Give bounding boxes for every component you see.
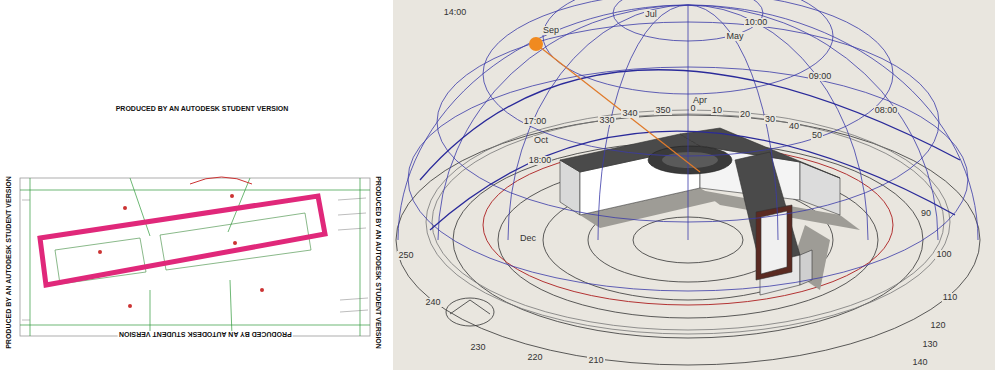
sun-path-label: Dec bbox=[519, 234, 537, 243]
sun-path-label: 130 bbox=[921, 340, 938, 349]
watermark-text: PRODUCED BY AN AUTODESK STUDENT VERSION bbox=[5, 175, 12, 350]
sun-path-label: Jul bbox=[644, 10, 658, 19]
sun-path-label: 330 bbox=[598, 116, 615, 125]
sun-path-label: 210 bbox=[587, 356, 604, 365]
sun-path-label: 0 bbox=[689, 104, 696, 113]
sun-path-label: 10 bbox=[711, 106, 723, 115]
sun-path-label: 140 bbox=[911, 358, 928, 367]
sun-path-label: 340 bbox=[621, 109, 638, 118]
sun-path-label: 14:00 bbox=[443, 8, 468, 17]
sun-path-label: 10:00 bbox=[744, 18, 769, 27]
sun-path-label: 240 bbox=[424, 298, 441, 307]
sun-path-label: 220 bbox=[526, 353, 543, 362]
sun-path-label: Sep bbox=[542, 26, 560, 35]
sun-path-label: 230 bbox=[469, 343, 486, 352]
sun-path-label: Oct bbox=[533, 136, 549, 145]
sun-path-label: 50 bbox=[811, 131, 823, 140]
sun-path-label: May bbox=[725, 32, 744, 41]
sun-path-label: 20 bbox=[739, 110, 751, 119]
sun-path-label: 100 bbox=[935, 250, 952, 259]
watermark-text: PRODUCED BY AN AUTODESK STUDENT VERSION bbox=[118, 331, 293, 338]
sun-path-label: 09:00 bbox=[808, 72, 833, 81]
watermark-text: PRODUCED BY AN AUTODESK STUDENT VERSION bbox=[115, 105, 290, 112]
sun-path-label: 350 bbox=[654, 106, 671, 115]
cad-plan bbox=[20, 177, 370, 336]
sun-path-label: 40 bbox=[788, 122, 800, 131]
sun-path-label: 18:00 bbox=[528, 156, 553, 165]
sun-path-label: 110 bbox=[942, 293, 958, 302]
sun-path-label: 120 bbox=[929, 321, 946, 330]
sun-path-3d bbox=[393, 0, 995, 370]
sun-path-label: 90 bbox=[920, 209, 932, 218]
sun-path-label: 08:00 bbox=[874, 106, 899, 115]
sun-path-label: 250 bbox=[397, 251, 414, 260]
watermark-text: PRODUCED BY AN AUTODESK STUDENT VERSION bbox=[375, 175, 382, 350]
sun-path-label: 17:00 bbox=[523, 117, 548, 126]
sun-path-label: 30 bbox=[764, 115, 776, 124]
